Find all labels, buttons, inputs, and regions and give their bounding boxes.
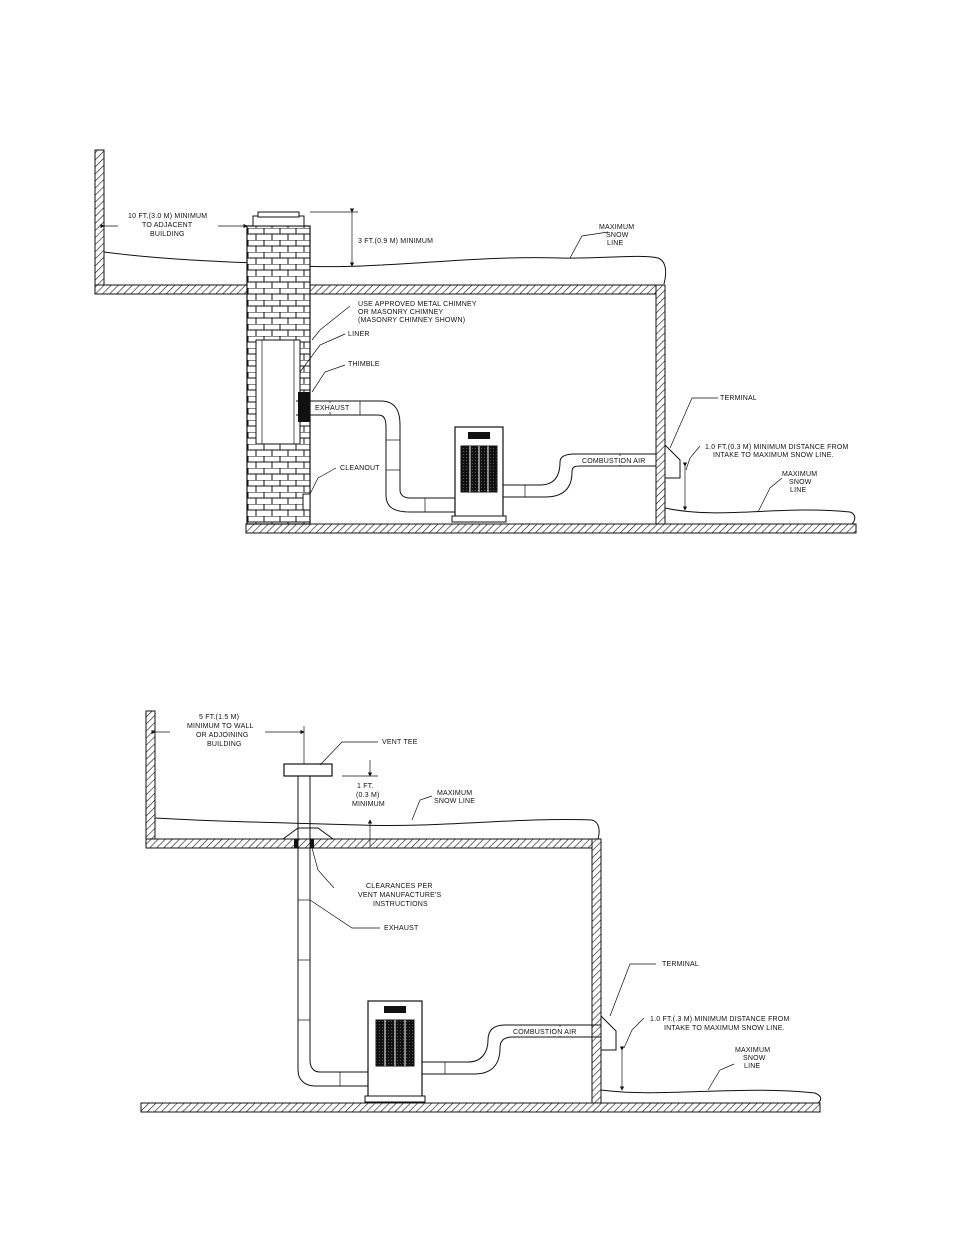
roof-flashing [281,827,335,840]
svg-text:LINE: LINE [790,487,806,494]
svg-text:LINE: LINE [607,240,623,247]
label-intake-distance: 1.0 FT.(.3 M) MINIMUM DISTANCE FROM [650,1016,789,1023]
top-labels: 10 FT.(3.0 M) MINIMUM TO ADJACENT BUILDI… [118,210,849,494]
svg-text:OR ADJOINING: OR ADJOINING [196,732,249,739]
svg-text:VENT MANUFACTURE'S: VENT MANUFACTURE'S [358,892,442,899]
label-liner: LINER [348,331,370,338]
label-roof-snow-line: MAXIMUM [599,224,634,231]
diagram-top: 10 FT.(3.0 M) MINIMUM TO ADJACENT BUILDI… [94,149,857,534]
svg-text:MINIMUM TO WALL: MINIMUM TO WALL [187,723,254,730]
label-intake-distance: 1.0 FT.(0.3 M) MINIMUM DISTANCE FROM [705,444,849,451]
leader-lines [299,231,783,513]
label-terminal: TERMINAL [720,395,757,402]
adjacent-building-wall [94,149,105,293]
label-cleanout: CLEANOUT [340,465,380,472]
exterior-wall [655,284,666,534]
exhaust-pipe [297,1069,368,1087]
svg-text:BUILDING: BUILDING [150,231,185,238]
label-clearances: CLEARANCES PER [366,883,433,890]
label-ground-snow-line: MAXIMUM [735,1047,770,1054]
roof-slab [94,284,666,295]
intake-terminal [664,443,681,479]
adjoining-building-wall [145,710,156,849]
label-vent-tee: VENT TEE [382,739,418,746]
svg-text:SNOW: SNOW [789,479,812,486]
svg-text:LINE: LINE [744,1063,760,1070]
furnace-logo [468,432,490,439]
label-combustion-air: COMBUSTION AIR [513,1029,576,1036]
label-metal-chimney: USE APPROVED METAL CHIMNEY [358,301,477,308]
svg-text:(0.3 M): (0.3 M) [356,792,380,799]
svg-text:INSTRUCTIONS: INSTRUCTIONS [373,901,428,908]
label-tee-height: 1 FT. [357,783,374,790]
roof-slab [145,838,602,849]
svg-text:MINIMUM: MINIMUM [352,801,385,808]
exhaust-pipe [296,400,455,499]
label-adjacent-building: 10 FT.(3.0 M) MINIMUM [128,213,207,220]
combustion-air-pipe [422,1024,601,1063]
svg-text:(MASONRY CHIMNEY SHOWN): (MASONRY CHIMNEY SHOWN) [358,317,465,324]
intake-terminal [600,1014,617,1051]
label-thimble: THIMBLE [348,361,380,368]
svg-text:SNOW: SNOW [743,1055,766,1062]
svg-text:OR MASONRY CHIMNEY: OR MASONRY CHIMNEY [358,309,444,316]
ground-snow-line [664,507,856,525]
floor-slab [245,523,857,534]
floor-slab [140,1102,821,1113]
leader-lines [309,741,735,1091]
label-exhaust: EXHAUST [384,925,419,932]
combustion-air-pipe [503,453,656,486]
furnace-logo [384,1006,406,1013]
bottom-labels: 5 FT.(1.5 M) MINIMUM TO WALL OR ADJOININ… [170,712,789,1070]
vent-tee [283,763,333,777]
svg-text:BUILDING: BUILDING [207,741,242,748]
label-chimney-height: 3 FT.(0.9 M) MINIMUM [358,238,433,245]
svg-text:TO ADJACENT: TO ADJACENT [142,222,193,229]
label-roof-snow-line: MAXIMUM [437,790,472,797]
thimble [298,392,310,422]
roof-snow-line [154,817,600,840]
label-exhaust: EXHAUST [315,405,350,412]
roof-snow-line [103,251,667,285]
diagram-bottom: 5 FT.(1.5 M) MINIMUM TO WALL OR ADJOININ… [140,710,822,1113]
svg-text:INTAKE TO MAXIMUM SNOW LINE.: INTAKE TO MAXIMUM SNOW LINE. [713,452,834,459]
chimney-liner [255,339,301,445]
ground-snow-line [600,1089,822,1104]
svg-text:SNOW LINE: SNOW LINE [434,798,475,805]
label-combustion-air: COMBUSTION AIR [582,458,645,465]
cleanout [302,493,311,511]
label-terminal: TERMINAL [662,961,699,968]
svg-text:INTAKE TO MAXIMUM SNOW LINE.: INTAKE TO MAXIMUM SNOW LINE. [664,1025,785,1032]
svg-text:SNOW: SNOW [606,232,629,239]
label-ground-snow-line: MAXIMUM [782,471,817,478]
label-wall-distance: 5 FT.(1.5 M) [199,714,239,721]
exterior-wall [591,838,602,1112]
